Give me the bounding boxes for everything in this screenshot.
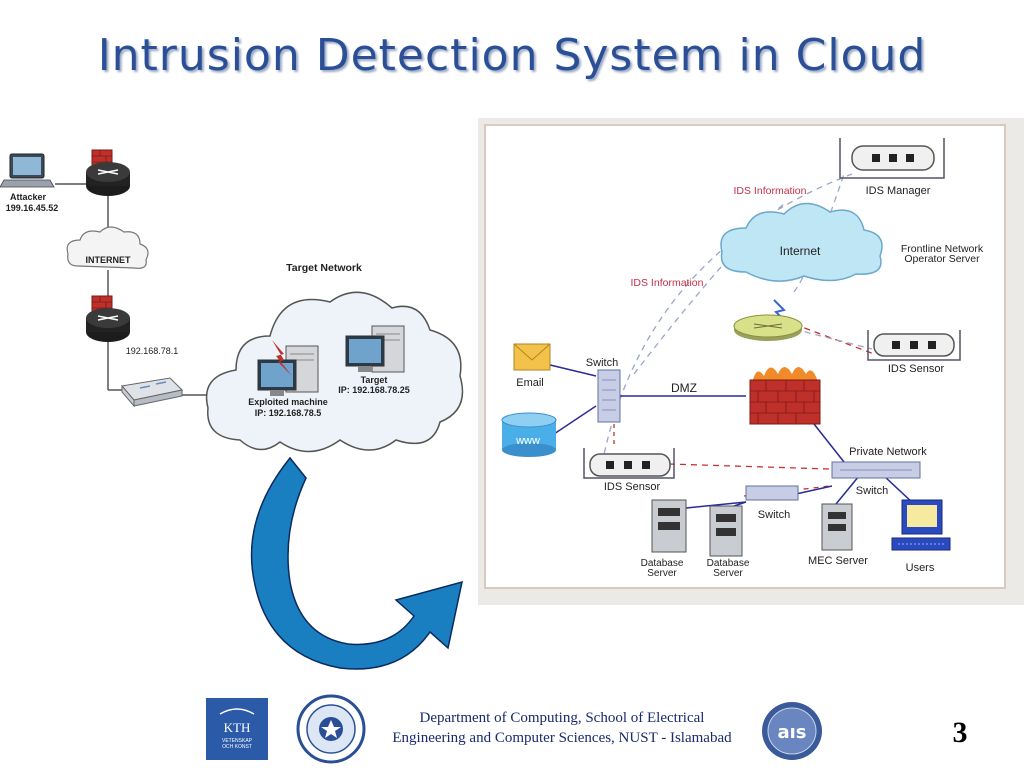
attacker-ip: 199.16.45.52 xyxy=(6,203,59,213)
internet-cloud-icon xyxy=(66,226,149,269)
internet-label: INTERNET xyxy=(86,255,132,265)
network-links xyxy=(545,363,915,513)
router-firewall-icon-top xyxy=(86,149,130,196)
ais-logo-text: aıs xyxy=(777,722,806,743)
mec-server-icon xyxy=(821,503,853,551)
ids-manager-icon xyxy=(839,138,945,179)
frontline-router-icon xyxy=(733,314,803,341)
users-computer-icon xyxy=(891,499,951,551)
cloud-ids-diagram: IDS Information IDS Information IDS Mana… xyxy=(501,138,984,579)
frontline-label-line2: Operator Server xyxy=(904,253,980,265)
switch-mid-label: Switch xyxy=(758,509,790,521)
router-firewall-icon-bottom xyxy=(86,295,130,342)
private-network-label: Private Network xyxy=(849,446,927,458)
kth-logo: KTH VETENSKAP OCH KONST xyxy=(206,698,268,760)
email-icon xyxy=(513,343,551,371)
internet-cloud-icon-right xyxy=(720,202,883,282)
target-ip: IP: 192.168.78.25 xyxy=(338,385,410,395)
database-server-1-icon xyxy=(651,499,687,553)
kth-logo-sub1: VETENSKAP xyxy=(222,738,253,744)
dmz-label: DMZ xyxy=(671,381,697,395)
exploited-label: Exploited machine xyxy=(248,397,328,407)
database2-label-line2: Server xyxy=(713,568,743,579)
database1-label-line1: Database xyxy=(641,558,684,569)
target-label: Target xyxy=(361,375,388,385)
target-network-cloud-icon xyxy=(205,291,464,453)
kth-logo-sub2: OCH KONST xyxy=(222,744,252,750)
switch-top-label: Switch xyxy=(586,357,618,369)
mec-server-label: MEC Server xyxy=(808,555,868,567)
nust-logo xyxy=(296,694,366,764)
router-ip: 192.168.78.1 xyxy=(126,346,179,356)
ids-sensor-left-icon xyxy=(583,448,675,479)
target-network-label: Target Network xyxy=(286,262,362,274)
switch-top-icon xyxy=(597,369,621,423)
slide-title: Intrusion Detection System in Cloud xyxy=(97,30,927,81)
switch-right-icon xyxy=(831,461,921,479)
ids-manager-label: IDS Manager xyxy=(866,185,931,197)
switch-icon xyxy=(121,377,184,408)
connection-lines xyxy=(55,183,210,396)
database-server-2-icon xyxy=(709,505,743,557)
ids-information-top-label: IDS Information xyxy=(734,185,807,197)
attacker-label: Attacker xyxy=(10,192,47,202)
attacker-laptop-icon xyxy=(0,153,55,188)
www-label: www xyxy=(515,435,540,447)
department-text: Department of Computing, School of Elect… xyxy=(392,710,732,746)
database1-label-line2: Server xyxy=(647,568,677,579)
firewall-icon xyxy=(749,367,821,425)
ais-logo: aıs xyxy=(762,702,822,760)
exploited-ip: IP: 192.168.78.5 xyxy=(255,408,322,418)
ids-sensor-right-label: IDS Sensor xyxy=(888,363,945,375)
target-machine-icon xyxy=(345,325,405,373)
attack-network-diagram: Attacker 199.16.45.52 INTERNET 192.168.7… xyxy=(0,149,464,453)
ids-information-left-label: IDS Information xyxy=(631,277,704,289)
ids-sensor-right-icon xyxy=(867,330,961,361)
email-label: Email xyxy=(516,377,544,389)
exploited-machine-icon xyxy=(257,340,319,396)
switch-mid-icon xyxy=(745,485,799,501)
frontline-label-line1: Frontline Network xyxy=(901,243,984,255)
users-label: Users xyxy=(906,562,935,574)
kth-logo-text: KTH xyxy=(224,720,251,735)
page-number: 3 xyxy=(952,716,968,749)
switch-right-label: Switch xyxy=(856,485,888,497)
www-database-icon xyxy=(501,412,557,457)
database2-label-line1: Database xyxy=(707,558,750,569)
ids-sensor-left-label: IDS Sensor xyxy=(604,481,661,493)
internet-label-right: Internet xyxy=(780,244,821,258)
